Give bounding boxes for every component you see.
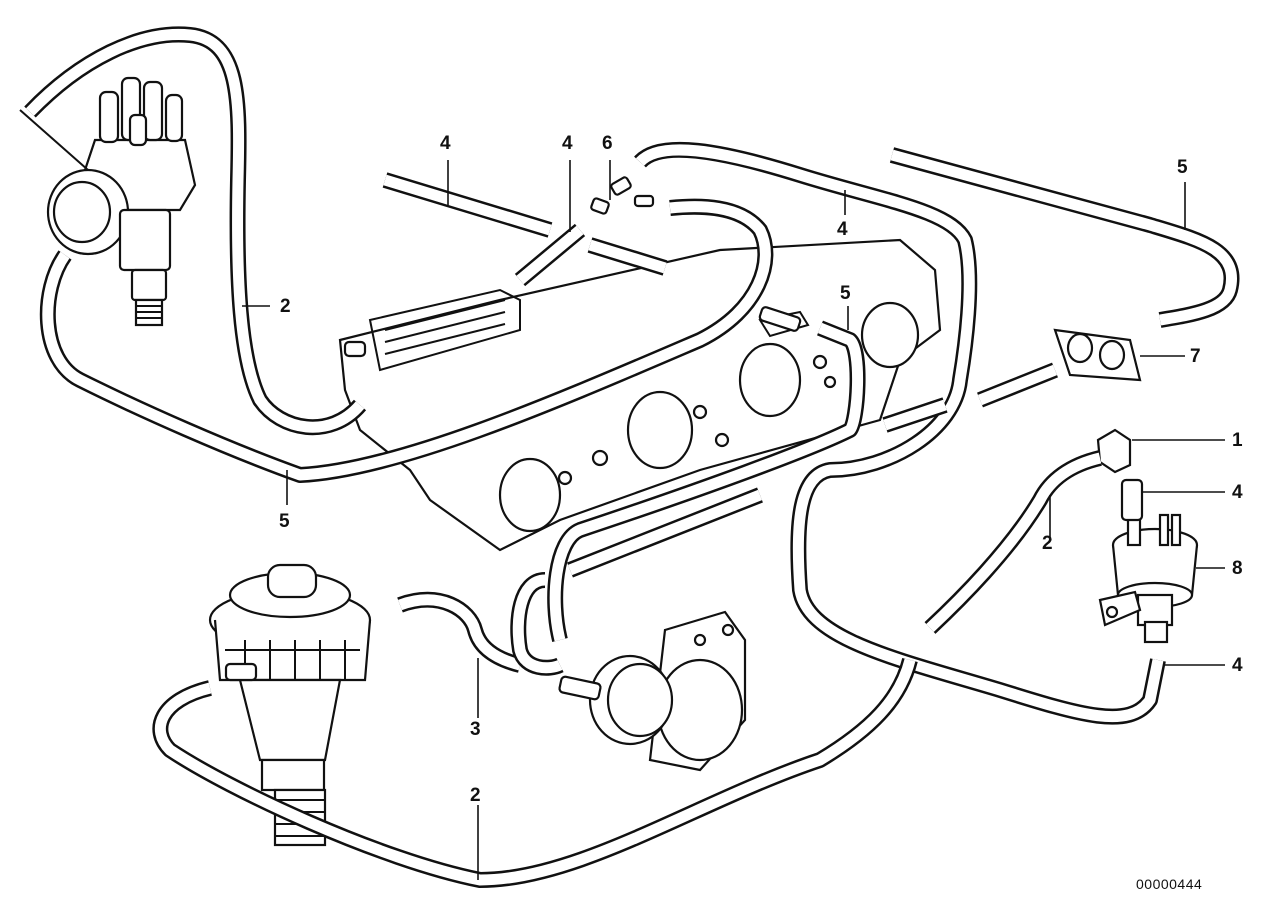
diagram-code: 00000444 — [1136, 876, 1203, 892]
vacuum-valve — [208, 563, 372, 847]
callout-5-top-right: 5 — [1177, 157, 1188, 178]
pressure-switch — [1096, 428, 1199, 644]
hose-clip — [1053, 328, 1142, 382]
leader-lines — [242, 160, 1225, 880]
callout-2-left: 2 — [280, 296, 291, 317]
callout-8: 8 — [1232, 558, 1243, 579]
callout-4-right-bottom: 4 — [1232, 655, 1243, 676]
callout-4-right-mid: 4 — [1232, 482, 1243, 503]
callout-6: 6 — [602, 133, 613, 154]
callout-4-top-left: 4 — [440, 133, 451, 154]
callout-4-top-right: 4 — [837, 219, 848, 240]
callout-5-left-bottom: 5 — [279, 511, 290, 532]
callout-2-bottom: 2 — [470, 785, 481, 806]
callout-1: 1 — [1232, 430, 1243, 451]
callout-7: 7 — [1190, 346, 1201, 367]
callout-5-center: 5 — [840, 283, 851, 304]
callout-2-right: 2 — [1042, 533, 1053, 554]
callout-3: 3 — [470, 719, 481, 740]
vacuum-diaphragm — [558, 610, 747, 772]
distributor — [19, 76, 197, 327]
vacuum-hoses — [24, 26, 1240, 888]
callout-4-top-center: 4 — [562, 133, 573, 154]
